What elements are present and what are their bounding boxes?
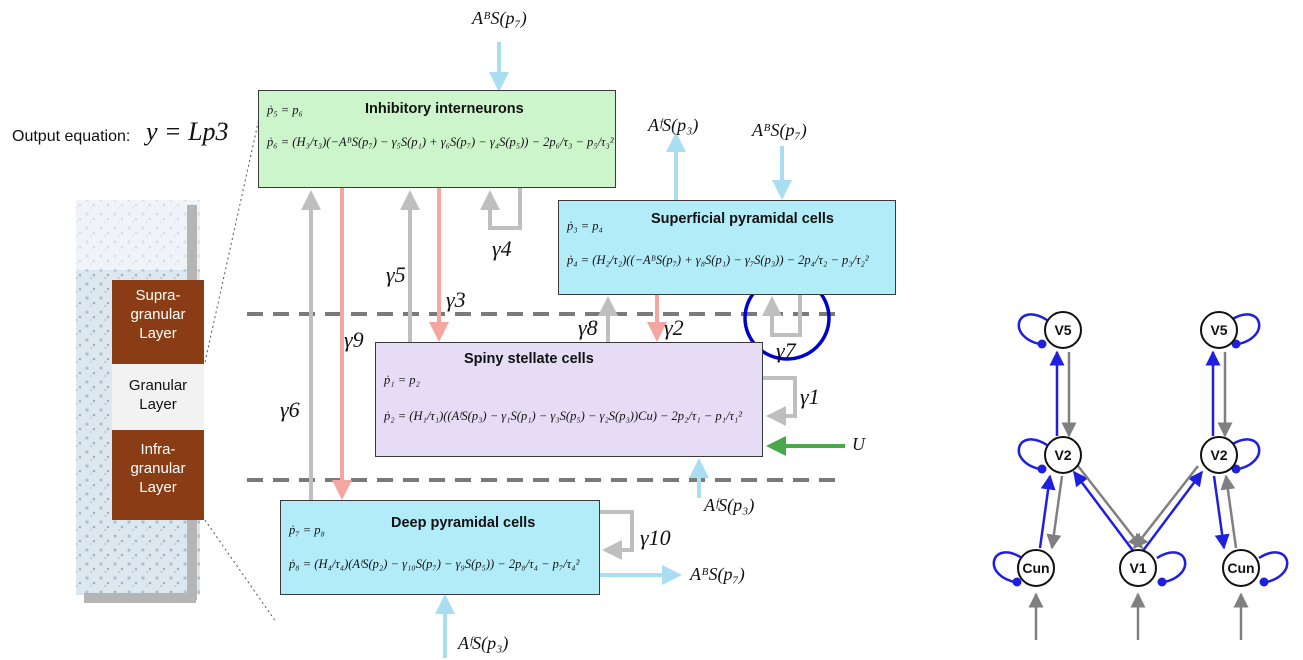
infragranular-layer: Infra- granular Layer [112,430,204,520]
gamma10-loop [600,510,634,560]
superficial-input-label: AᴮS(p₇) [752,120,807,140]
gamma7-loop [762,295,802,337]
edge-v1-v2r [1141,470,1203,553]
selfloop-v2-right [1230,438,1261,472]
output-equation-formula: y = Lp3 [146,117,229,146]
gamma9-label: γ9 [344,327,364,352]
inhibitory-eq2: ṗ₆ = (H₃/τ₃)(−AᴮS(p₇) − γ₅S(p₁) + γ₆S(p₇… [267,135,614,149]
edge-v2l-cunl [1046,475,1064,550]
top-input-label: AᴮS(p₇) [472,8,527,28]
superficial-eq1: ṗ₃ = p₄ [567,219,603,233]
bottom-input-label: AᶠS(p₃) [458,633,509,653]
gamma8-label: γ8 [578,315,598,340]
node-v5-left: V5 [1044,311,1082,349]
edge-v2l-v1 [1077,465,1143,550]
selfloop-v1 [1156,551,1187,585]
deep-output-label: AᴮS(p₇) [690,564,745,584]
edge-cunl-v2l [1038,474,1056,549]
gamma3-label: γ3 [446,287,466,312]
inhibitory-interneurons-title: Inhibitory interneurons [365,101,524,117]
node-v2-right: V2 [1200,436,1238,474]
spiny-stellate-box: Spiny stellate cells ṗ₁ = p₂ ṗ₂ = (H₁/τ₁… [375,342,763,457]
gamma4-label: γ4 [492,236,512,261]
node-v5-right: V5 [1200,311,1238,349]
superficial-eq2: ṗ₄ = (H₂/τ₂)((−AᴮS(p₇) + γ₈S(p₁) − γ₇S(p… [567,253,869,267]
spiny-eq1: ṗ₁ = p₂ [384,373,420,387]
gamma1-label: γ1 [800,384,820,409]
selfloop-cun-right [1258,551,1289,585]
edge-v1-v2l [1073,470,1135,553]
edge-v2r-v1 [1133,465,1199,550]
gamma2-label: γ2 [664,315,684,340]
node-v1: V1 [1119,549,1157,587]
gamma1-loop [763,376,797,426]
edge-cunr-v2r [1212,475,1230,550]
gamma7-label: γ7 [776,338,796,363]
output-equation-label: Output equation: [12,128,131,145]
superficial-pyramidal-box: Superficial pyramidal cells ṗ₃ = p₄ ṗ₄ =… [558,200,896,295]
superficial-output-label: AᶠS(p₃) [648,115,699,135]
selfloop-v2-left [1017,438,1048,472]
node-cun-right: Cun [1222,549,1260,587]
selfloop-v5-right [1230,313,1261,347]
deep-eq1: ṗ₇ = p₈ [289,523,325,537]
node-v2-left: V2 [1044,436,1082,474]
granular-layer: Granular Layer [112,364,204,430]
selfloop-cun-left [992,551,1023,585]
inhibitory-interneurons-box: Inhibitory interneurons ṗ₅ = p₆ ṗ₆ = (H₃… [258,90,616,188]
edge-v2r-cunr [1220,474,1238,549]
spiny-eq2: ṗ₂ = (H₁/τ₁)((AᶠS(p₃) − γ₁S(p₁) − γ₃S(p₅… [384,409,743,423]
spiny-input-label: AᶠS(p₃) [704,495,755,515]
deep-pyramidal-title: Deep pyramidal cells [391,515,536,531]
gamma10-label: γ10 [640,525,671,550]
zoom-lines [204,104,277,623]
node-cun-left: Cun [1017,549,1055,587]
inhibitory-eq1: ṗ₅ = p₆ [267,103,303,117]
gamma5-label: γ5 [386,262,406,287]
deep-eq2: ṗ₈ = (H₄/τ₄)(AᶠS(p₂) − γ₁₀S(p₇) − γ₉S(p₅… [289,557,580,571]
spiny-stellate-title: Spiny stellate cells [464,351,594,367]
selfloop-v5-left [1017,313,1048,347]
gamma6-label: γ6 [280,397,300,422]
u-input-label: U [852,434,865,454]
supragranular-layer: Supra- granular Layer [112,280,204,364]
deep-pyramidal-box: Deep pyramidal cells ṗ₇ = p₈ ṗ₈ = (H₄/τ₄… [280,500,600,595]
superficial-pyramidal-title: Superficial pyramidal cells [651,211,834,227]
gamma4-loop [480,188,522,230]
